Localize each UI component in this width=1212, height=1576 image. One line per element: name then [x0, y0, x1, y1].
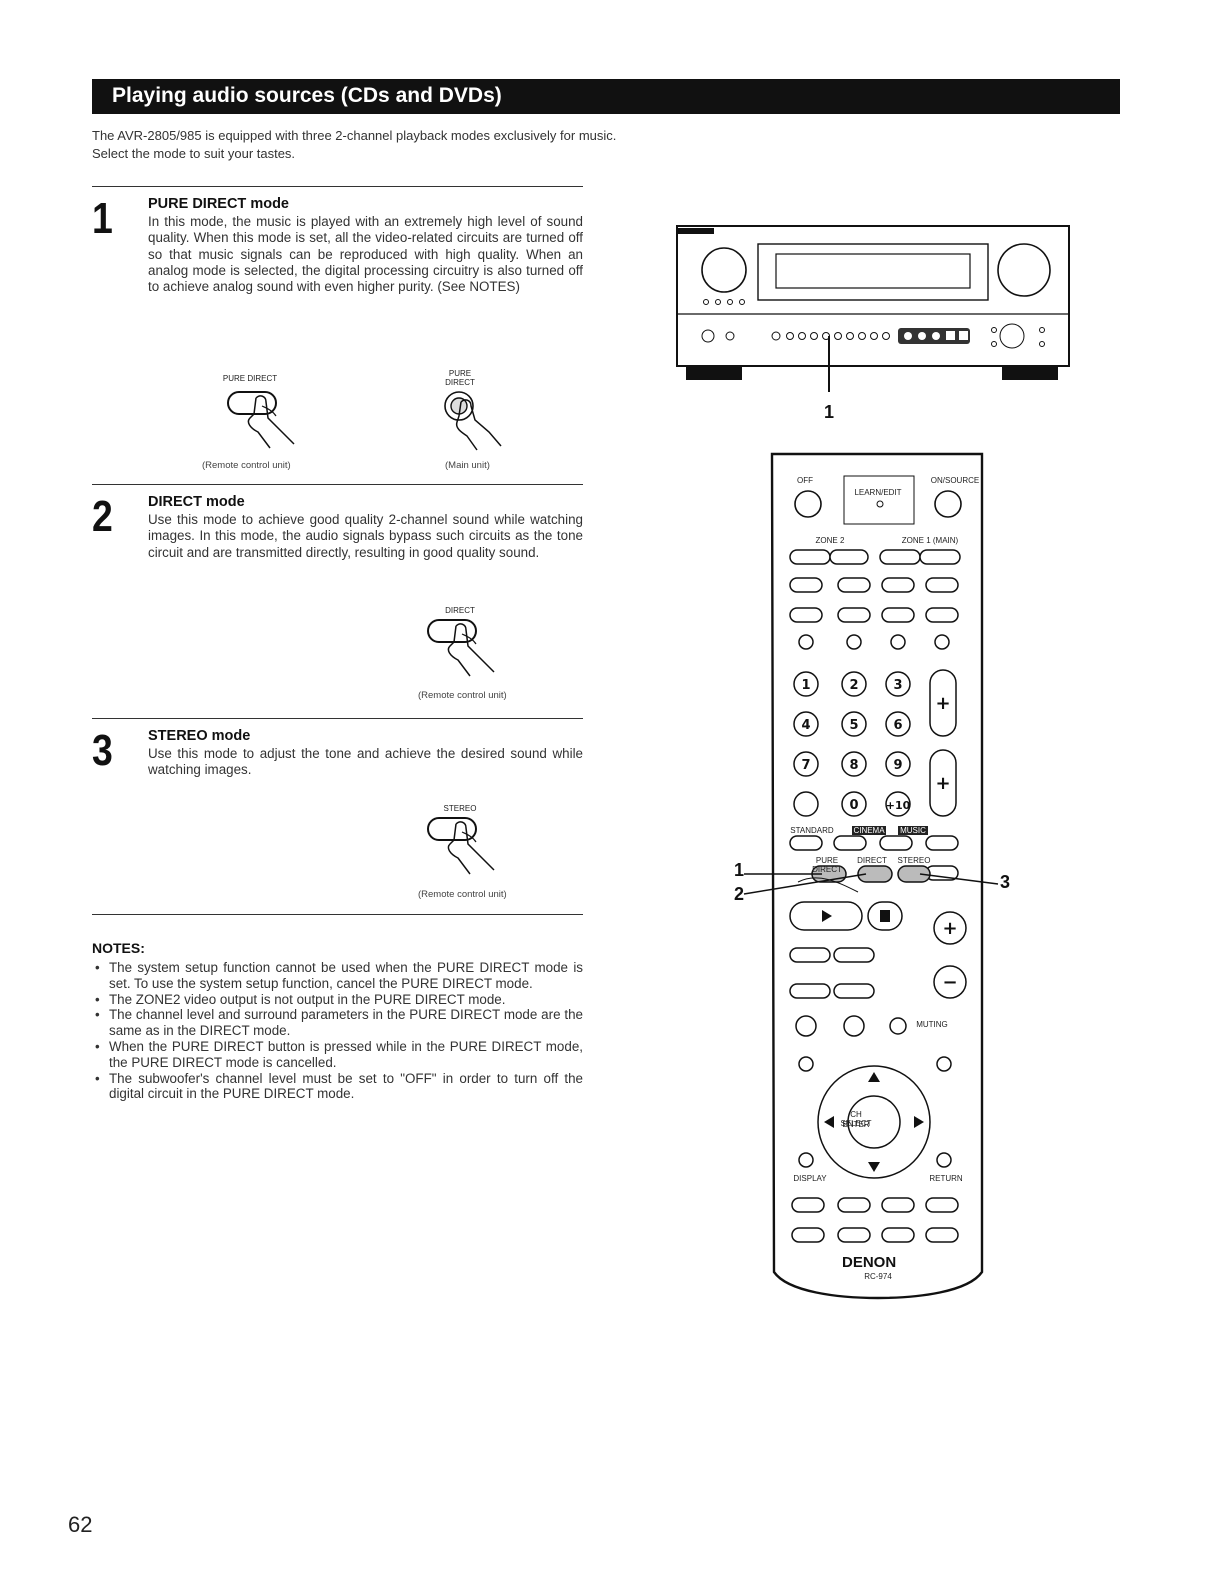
- remote-label: ZONE 2: [815, 536, 845, 545]
- divider: [92, 186, 583, 187]
- remote-model: RC-974: [864, 1272, 892, 1281]
- section-title-bar: Playing audio sources (CDs and DVDs): [92, 79, 1120, 114]
- remote-label: ZONE 1 (MAIN): [901, 536, 959, 545]
- svg-text:1: 1: [801, 678, 810, 693]
- remote-label: DIRECT: [857, 856, 887, 865]
- divider: [92, 718, 583, 719]
- button-label: STEREO: [443, 804, 477, 813]
- caption: (Remote control unit): [202, 460, 291, 471]
- remote-label: LEARN/EDIT: [854, 488, 902, 497]
- svg-text:3: 3: [893, 678, 902, 693]
- step-number: 2: [92, 492, 113, 541]
- note-item: The ZONE2 video output is not output in …: [92, 992, 583, 1008]
- note-item: The subwoofer's channel level must be se…: [92, 1071, 583, 1103]
- notes-heading: NOTES:: [92, 940, 145, 956]
- remote-label: DISPLAY: [793, 1174, 827, 1183]
- remote-label: STEREO: [897, 856, 931, 865]
- note-item: The system setup function cannot be used…: [92, 960, 583, 992]
- remote-label: MUSIC: [898, 826, 928, 835]
- button-label: DIRECT: [445, 606, 475, 615]
- divider: [92, 914, 583, 915]
- step-body: In this mode, the music is played with a…: [148, 214, 583, 295]
- svg-text:5: 5: [849, 718, 858, 733]
- remote-label: ENTER: [842, 1120, 870, 1129]
- svg-text:−: −: [942, 972, 957, 993]
- intro-line-1: The AVR-2805/985 is equipped with three …: [92, 128, 617, 143]
- button-label: PURE DIRECT: [222, 374, 278, 383]
- callout-number: 1: [824, 402, 835, 422]
- section-title: Playing audio sources (CDs and DVDs): [112, 84, 502, 107]
- svg-text:+: +: [942, 918, 957, 939]
- step-body: Use this mode to achieve good quality 2-…: [148, 512, 583, 560]
- intro-text: The AVR-2805/985 is equipped with three …: [92, 127, 616, 163]
- svg-text:6: 6: [893, 718, 902, 733]
- svg-text:4: 4: [801, 718, 810, 733]
- svg-text:9: 9: [893, 758, 902, 773]
- caption: (Remote control unit): [418, 889, 507, 900]
- svg-text:7: 7: [801, 758, 810, 773]
- svg-text:+10: +10: [886, 799, 911, 812]
- callout-number: 1: [734, 860, 745, 880]
- step-heading: STEREO mode: [148, 728, 251, 744]
- main-unit-button-press-illustration: [444, 391, 502, 451]
- page-number: 62: [68, 1512, 93, 1537]
- svg-text:0: 0: [849, 798, 858, 813]
- svg-text:8: 8: [849, 758, 858, 773]
- divider: [92, 484, 583, 485]
- step-number: 1: [92, 194, 113, 243]
- callout-number: 2: [734, 884, 745, 904]
- svg-text:+: +: [935, 693, 950, 714]
- remote-label: STANDARD: [790, 826, 834, 835]
- intro-line-2: Select the mode to suit your tastes.: [92, 146, 296, 161]
- caption: (Remote control unit): [418, 690, 507, 701]
- note-item: The channel level and surround parameter…: [92, 1007, 583, 1039]
- remote-label: ON/SOURCE: [930, 476, 980, 485]
- remote-label: OFF: [797, 476, 813, 485]
- step-heading: PURE DIRECT mode: [148, 196, 289, 212]
- remote-brand-logo: DENON: [842, 1254, 897, 1271]
- remote-control-illustration: 1 2 3 4 5 6 7 8 9 0 +10 + + + −: [770, 452, 984, 1300]
- remote-label: CH SELECT: [840, 1110, 872, 1128]
- notes-list: The system setup function cannot be used…: [92, 960, 583, 1102]
- remote-button-press-illustration: [427, 619, 495, 677]
- remote-label: CINEMA: [852, 826, 886, 835]
- remote-label: MUTING: [916, 1020, 948, 1029]
- svg-text:2: 2: [849, 678, 858, 693]
- remote-button-press-illustration: [227, 391, 295, 449]
- remote-label: RETURN: [929, 1174, 963, 1183]
- step-heading: DIRECT mode: [148, 494, 245, 510]
- note-item: When the PURE DIRECT button is pressed w…: [92, 1039, 583, 1071]
- callout-lines: [743, 873, 999, 895]
- caption: (Main unit): [445, 460, 490, 471]
- remote-label: PURE DIRECT: [812, 856, 842, 874]
- svg-text:+: +: [935, 773, 950, 794]
- step-body: Use this mode to adjust the tone and ach…: [148, 746, 583, 778]
- remote-button-press-illustration: [427, 817, 495, 875]
- receiver-front-panel-illustration: [676, 225, 1070, 392]
- step-number: 3: [92, 726, 113, 775]
- callout-number: 3: [1000, 872, 1011, 892]
